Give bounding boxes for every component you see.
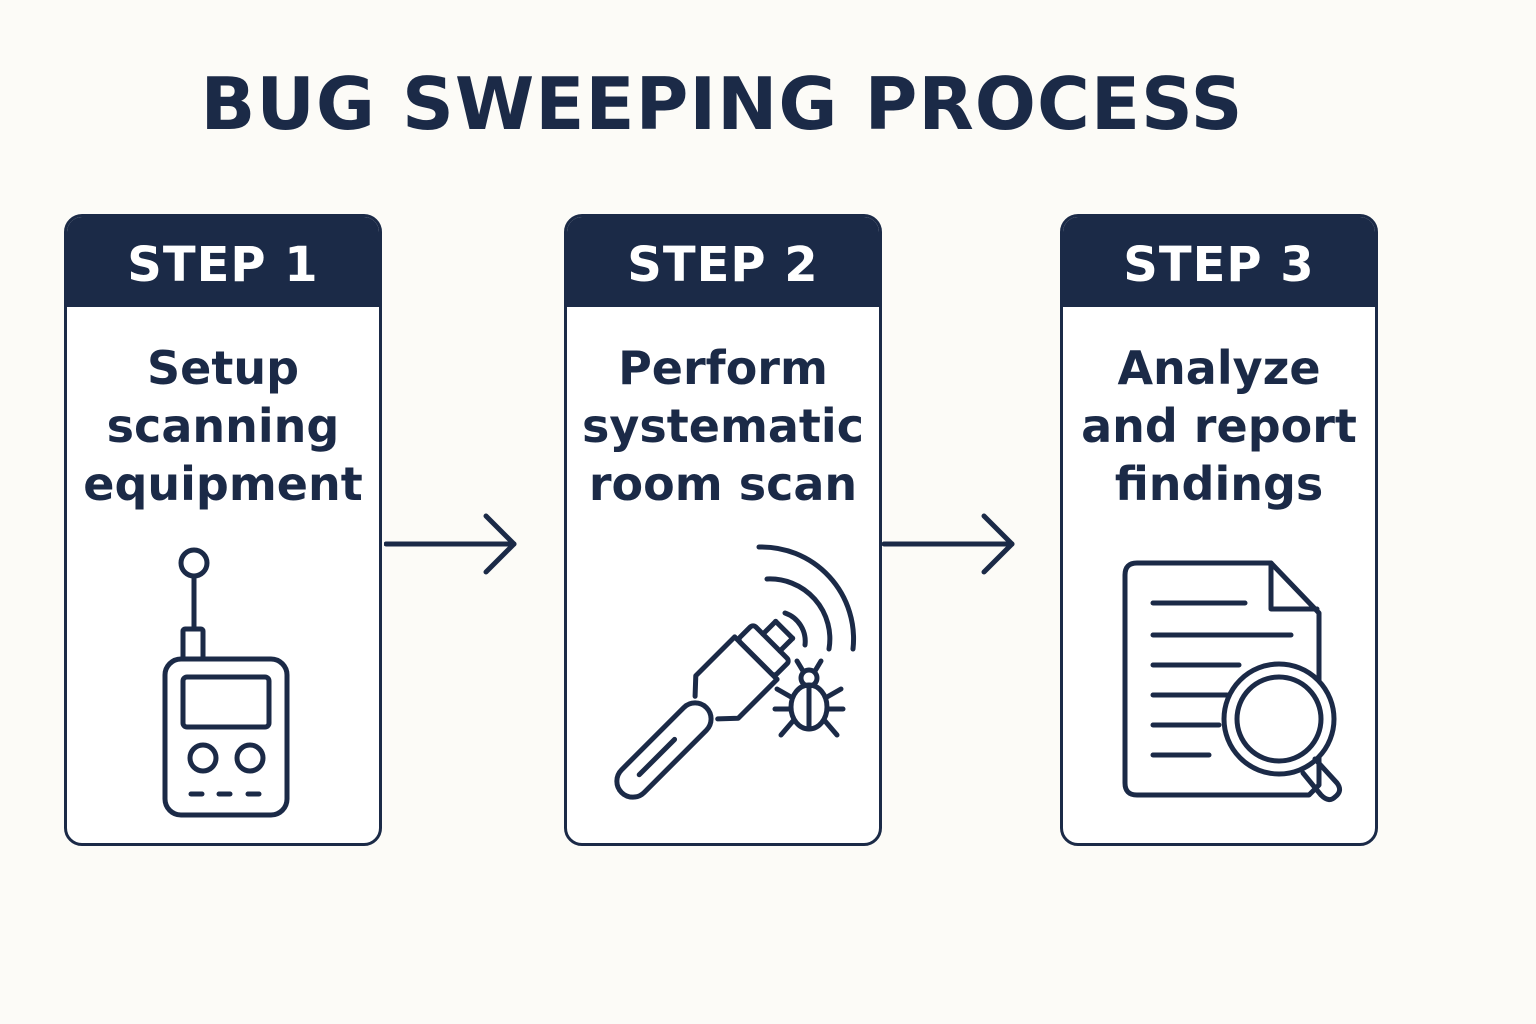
step-2-line-2: systematic xyxy=(582,399,864,453)
flashlight-bug-detector-icon xyxy=(614,544,857,800)
step-1-card: STEP 1 Setup scanning equipment xyxy=(64,214,382,846)
arrow-right-icon xyxy=(882,513,1015,575)
step-2-header: STEP 2 xyxy=(567,217,879,307)
step-1-header: STEP 1 xyxy=(67,217,379,307)
step-3-line-1: Analyze xyxy=(1117,341,1321,395)
step-1-description: Setup scanning equipment xyxy=(67,307,379,513)
step-1-line-2: scanning xyxy=(106,399,340,453)
document-magnifier-icon xyxy=(1122,560,1343,803)
step-1-line-3: equipment xyxy=(83,457,363,511)
step-2-description: Perform systematic room scan xyxy=(567,307,879,513)
step-3-line-3: findings xyxy=(1114,457,1324,511)
step-3-card: STEP 3 Analyze and report findings xyxy=(1060,214,1378,846)
step-1-line-1: Setup xyxy=(147,341,299,395)
step-3-description: Analyze and report findings xyxy=(1063,307,1375,513)
step-3-header: STEP 3 xyxy=(1063,217,1375,307)
step-2-line-3: room scan xyxy=(588,457,858,511)
page-title: BUG SWEEPING PROCESS xyxy=(200,62,1244,146)
scanner-device-icon xyxy=(162,547,290,818)
step-2-card: STEP 2 Perform systematic room scan xyxy=(564,214,882,846)
step-2-line-1: Perform xyxy=(618,341,828,395)
step-3-line-2: and report xyxy=(1081,399,1357,453)
arrow-right-icon xyxy=(384,513,517,575)
